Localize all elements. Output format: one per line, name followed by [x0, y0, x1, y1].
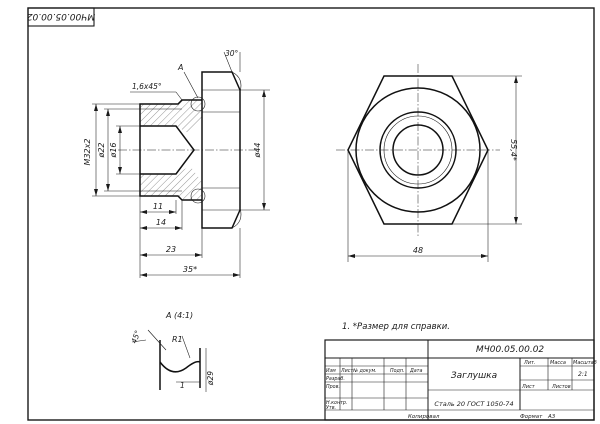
title-block: МЧ00.05.00.02 Изм Лист № докум. Подп. Да…	[324, 339, 597, 421]
mass-label: Масса	[550, 360, 566, 366]
row-prov: Пров.	[326, 384, 340, 390]
sheets-label: Листов	[551, 384, 571, 390]
chamfer-dim: 1,6х45°	[132, 82, 162, 91]
row-razrab: Разраб.	[326, 376, 345, 382]
detail-depth: 1	[180, 381, 185, 390]
copied-label: Копировал	[408, 414, 440, 420]
stamp-code: МЧ00.05.00.02	[476, 345, 545, 355]
across-corners-dim: 55,4*	[509, 139, 518, 161]
detail-title: А (4:1)	[165, 311, 193, 320]
header-sign: Подп.	[390, 368, 405, 374]
dia44-dim: ø44	[253, 142, 262, 158]
dia22-dim: ø22	[97, 142, 106, 158]
len35-dim: 35*	[183, 265, 197, 274]
len23-dim: 23	[166, 245, 176, 254]
corner-code: МЧ00.05.00.02	[27, 11, 96, 21]
lit-label: Лит.	[523, 360, 536, 366]
thread-dim: М32х2	[83, 139, 92, 166]
detail-a: А (4:1) 45° R1 1 ø29	[129, 311, 215, 392]
len11-dim: 11	[153, 202, 163, 211]
part-name: Заглушка	[451, 371, 497, 381]
detail-dia: ø29	[206, 371, 215, 386]
corner-code-box: МЧ00.05.00.02	[27, 7, 96, 27]
format-label: Формат	[520, 414, 543, 420]
sheet-label: Лист	[521, 384, 536, 390]
header-date: Дата	[409, 368, 422, 374]
angle-30-dim: 30°	[225, 49, 239, 58]
sheet-border	[27, 7, 595, 421]
row-utv: Утв.	[326, 405, 336, 411]
scale-value: 2:1	[578, 371, 588, 378]
section-view: А 1,6х45° 30° М32х2 ø22 ø16	[83, 49, 270, 278]
header-list: Лист	[340, 368, 353, 374]
header-doc: № докум.	[352, 368, 377, 374]
format-value: А3	[547, 414, 556, 420]
header-izm: Изм	[326, 368, 336, 374]
section-mark: А	[177, 63, 183, 72]
hex-end-view: 55,4* 48	[336, 64, 522, 262]
detail-radius: R1	[172, 335, 183, 344]
across-flats-dim: 48	[413, 246, 423, 255]
material: Сталь 20 ГОСТ 1050-74	[434, 400, 513, 408]
scale-label: Масштаб	[573, 360, 597, 366]
hatch-lower	[140, 166, 202, 200]
hatch-upper	[140, 100, 202, 134]
drawing-note: 1. *Размер для справки.	[342, 322, 450, 332]
len14-dim: 14	[156, 218, 166, 227]
detail-angle: 45°	[129, 329, 142, 345]
row-nkontr: Н.контр.	[326, 400, 347, 406]
dia16-dim: ø16	[109, 142, 118, 158]
